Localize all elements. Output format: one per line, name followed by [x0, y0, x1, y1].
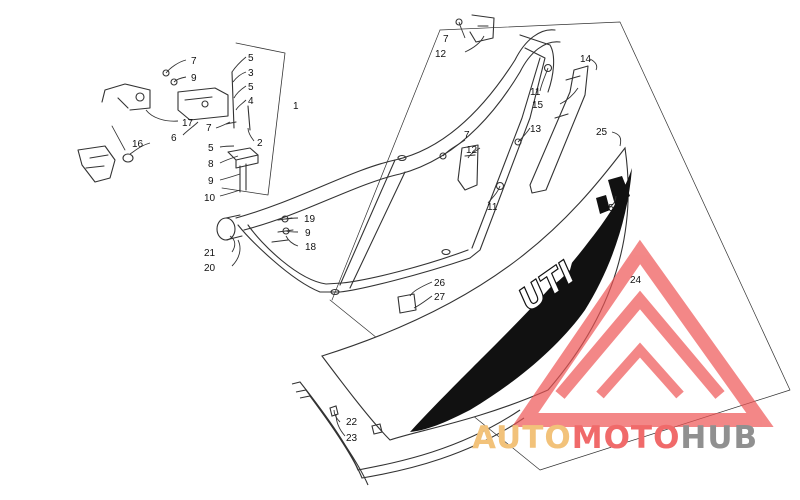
nut	[495, 181, 505, 191]
trim-strip	[291, 381, 525, 486]
bracket-group-outline	[221, 42, 286, 196]
hinge-strap	[529, 65, 589, 194]
callout-24: 24	[630, 275, 642, 286]
callout-10: 10	[204, 193, 216, 204]
callout-19: 19	[304, 214, 316, 225]
callout-2: 2	[257, 138, 263, 149]
callout-5: 5	[248, 53, 254, 64]
callout-22: 22	[346, 417, 358, 428]
callout-7: 7	[206, 123, 212, 134]
callout-8: 8	[208, 159, 214, 170]
callout-15: 15	[532, 100, 544, 111]
callout-7: 7	[464, 130, 470, 141]
callout-17: 17	[182, 118, 194, 129]
callout-3: 3	[248, 68, 254, 79]
washer	[170, 78, 178, 86]
callout-13: 13	[530, 124, 542, 135]
callout-26: 26	[434, 278, 446, 289]
mount-clip	[469, 14, 495, 43]
reference-line	[331, 29, 441, 301]
callout-21: 21	[204, 248, 216, 259]
watermark-auto: AUTO	[472, 420, 572, 456]
callout-12: 12	[435, 49, 447, 60]
callout-7: 7	[191, 56, 197, 67]
callout-12: 12	[466, 145, 478, 156]
callout-5: 5	[208, 143, 214, 154]
callout-25: 25	[603, 203, 615, 214]
watermark-brand: AUTOMOTOHUB	[472, 418, 758, 458]
callout-1: 1	[293, 101, 299, 112]
latch-bracket	[101, 83, 151, 111]
callout-9: 9	[305, 228, 311, 239]
callout-20: 20	[204, 263, 216, 274]
end-cap	[216, 214, 243, 241]
bolt-head	[514, 138, 522, 146]
washer	[282, 227, 290, 235]
watermark-moto: MOTO	[571, 420, 681, 456]
callout-5: 5	[248, 82, 254, 93]
callout-25: 25	[596, 127, 608, 138]
callout-6: 6	[171, 133, 177, 144]
nut	[543, 63, 553, 73]
callout-9: 9	[208, 176, 214, 187]
callout-11: 11	[530, 87, 541, 98]
leader-lines	[129, 21, 622, 437]
door-frame	[235, 29, 561, 296]
callout-18: 18	[305, 242, 317, 253]
callout-9: 9	[191, 73, 197, 84]
bolt-head	[162, 69, 170, 77]
latch-assembly	[77, 125, 134, 183]
bolt-head	[455, 18, 463, 26]
bolt-head	[439, 152, 447, 160]
watermark-hub: HUB	[680, 420, 759, 456]
callout-4: 4	[248, 96, 254, 107]
callout-labels: 1 2 3 4 5 5 5 6 7 7 7 7 8 9 9 9 10 11 11…	[132, 34, 642, 444]
hinge-block	[177, 87, 229, 121]
callout-27: 27	[434, 292, 446, 303]
callout-11: 11	[487, 202, 498, 213]
bolt-set	[225, 71, 294, 243]
callout-16: 16	[132, 139, 144, 150]
small-decal	[397, 293, 417, 314]
panel-graphic	[410, 168, 632, 432]
callout-23: 23	[346, 433, 358, 444]
callout-7: 7	[443, 34, 449, 45]
callout-14: 14	[580, 54, 592, 65]
watermark-triangle-logo	[511, 239, 774, 427]
door-panel: UTI	[321, 146, 632, 441]
